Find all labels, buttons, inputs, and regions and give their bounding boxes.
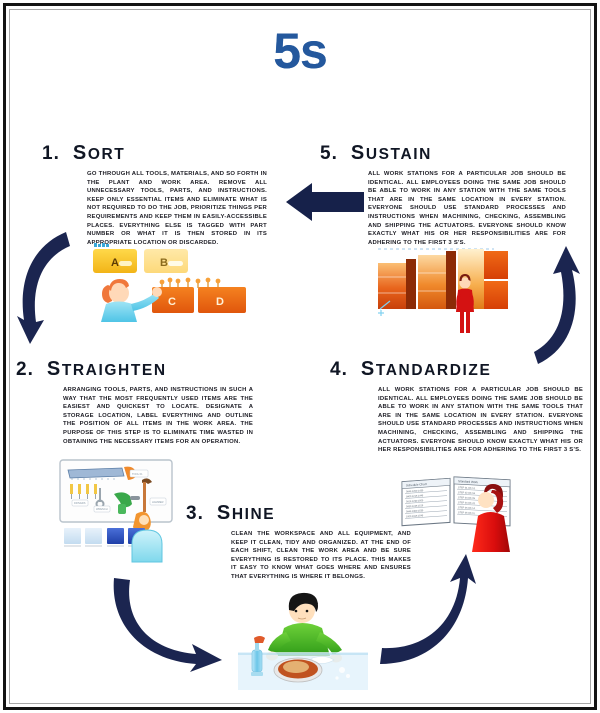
section-standardize-title: STANDARDIZE (360, 358, 492, 380)
section-straighten: 2. STRAIGHTEN ARRANGING TOOLS, PARTS, AN… (16, 358, 276, 446)
section-standardize-heading: 4. STANDARDIZE (330, 358, 588, 381)
section-shine: 3. SHINE CLEAN THE WORKSPACE AND ALL EQU… (186, 502, 412, 582)
arrow-straighten-to-shine (113, 578, 222, 672)
section-sustain-title: SUSTAIN (350, 142, 432, 164)
svg-text:TOOL 01: TOOL 01 (132, 472, 143, 476)
poster-frame-inner (9, 9, 591, 704)
shine-cleaning-worker-illustration (238, 588, 368, 692)
sort-bins-worker-illustration: A B C (88, 242, 268, 324)
svg-text:0945 1300 1530: 0945 1300 1530 (406, 509, 424, 513)
section-standardize-number: 4. (330, 359, 348, 380)
section-sustain-number: 5. (320, 143, 338, 164)
section-sort-number: 1. (42, 143, 60, 164)
section-standardize-body: ALL WORK STATIONS FOR A PARTICULAR JOB S… (378, 387, 584, 454)
section-sustain-body: ALL WORK STATIONS FOR A PARTICULAR JOB S… (368, 171, 567, 246)
section-standardize: 4. STANDARDIZE ALL WORK STATIONS FOR A P… (330, 358, 588, 455)
svg-text:1000 1315 1545: 1000 1315 1545 (406, 514, 424, 518)
section-straighten-title: STRAIGHTEN (46, 358, 167, 380)
section-sort-body: GO THROUGH ALL TOOLS, MATERIALS, AND SO … (87, 171, 268, 246)
svg-text:0845 1200 1430: 0845 1200 1430 (406, 489, 424, 493)
section-sort-title: SORT (72, 142, 126, 164)
section-straighten-number: 2. (16, 359, 34, 380)
standardize-charts-worker-illustration: Schedule Chart 0845 1200 1430 0900 1215 … (398, 470, 548, 580)
svg-text:Standard Work: Standard Work (458, 479, 478, 484)
arrow-standardize-to-sustain (534, 246, 580, 364)
svg-text:DRIVERS: DRIVERS (74, 501, 86, 505)
section-sort: 1. SORT GO THROUGH ALL TOOLS, MATERIALS,… (42, 142, 267, 247)
svg-text:HAMMER: HAMMER (152, 500, 164, 504)
svg-text:STEP 05 OK 14: STEP 05 OK 14 (458, 506, 476, 510)
section-sustain-heading: 5. SUSTAIN (320, 142, 570, 165)
arrow-shine-to-standardize (380, 554, 476, 664)
svg-text:D: D (216, 296, 224, 308)
straighten-toolboard-illustration: TOOL 01 DRIVERS WRENCH HAMMER (58, 458, 198, 568)
section-shine-number: 3. (186, 503, 204, 524)
section-straighten-body: ARRANGING TOOLS, PARTS, AND INSTRUCTIONS… (63, 387, 254, 445)
svg-text:STEP 03 OK 09: STEP 03 OK 09 (458, 496, 476, 500)
svg-text:B: B (160, 257, 168, 269)
sustain-workstations-illustration (374, 243, 514, 343)
svg-text:STEP 06 OK 11: STEP 06 OK 11 (458, 511, 475, 515)
svg-text:C: C (168, 296, 176, 308)
page-title: 5s (0, 22, 600, 80)
svg-text:Schedule Chart: Schedule Chart (406, 482, 427, 487)
section-straighten-heading: 2. STRAIGHTEN (16, 358, 276, 381)
svg-text:STEP 04 OK 22: STEP 04 OK 22 (458, 501, 476, 505)
svg-text:STEP 02 OK 18: STEP 02 OK 18 (458, 491, 476, 495)
svg-text:A: A (111, 257, 119, 269)
svg-text:WRENCH: WRENCH (96, 507, 108, 511)
arrow-sort-to-straighten (17, 232, 70, 344)
section-sustain: 5. SUSTAIN ALL WORK STATIONS FOR A PARTI… (320, 142, 570, 247)
svg-text:0930 1245 1515: 0930 1245 1515 (406, 504, 424, 508)
svg-text:STEP 01 OK 12: STEP 01 OK 12 (458, 486, 476, 490)
section-shine-body: CLEAN THE WORKSPACE AND ALL EQUIPMENT, A… (231, 531, 412, 580)
svg-text:0900 1215 1445: 0900 1215 1445 (406, 494, 424, 498)
section-shine-title: SHINE (216, 502, 276, 524)
section-sort-heading: 1. SORT (42, 142, 267, 165)
svg-text:0915 1230 1500: 0915 1230 1500 (406, 499, 424, 503)
section-shine-heading: 3. SHINE (186, 502, 412, 525)
arrow-sustain-to-sort (286, 183, 364, 221)
